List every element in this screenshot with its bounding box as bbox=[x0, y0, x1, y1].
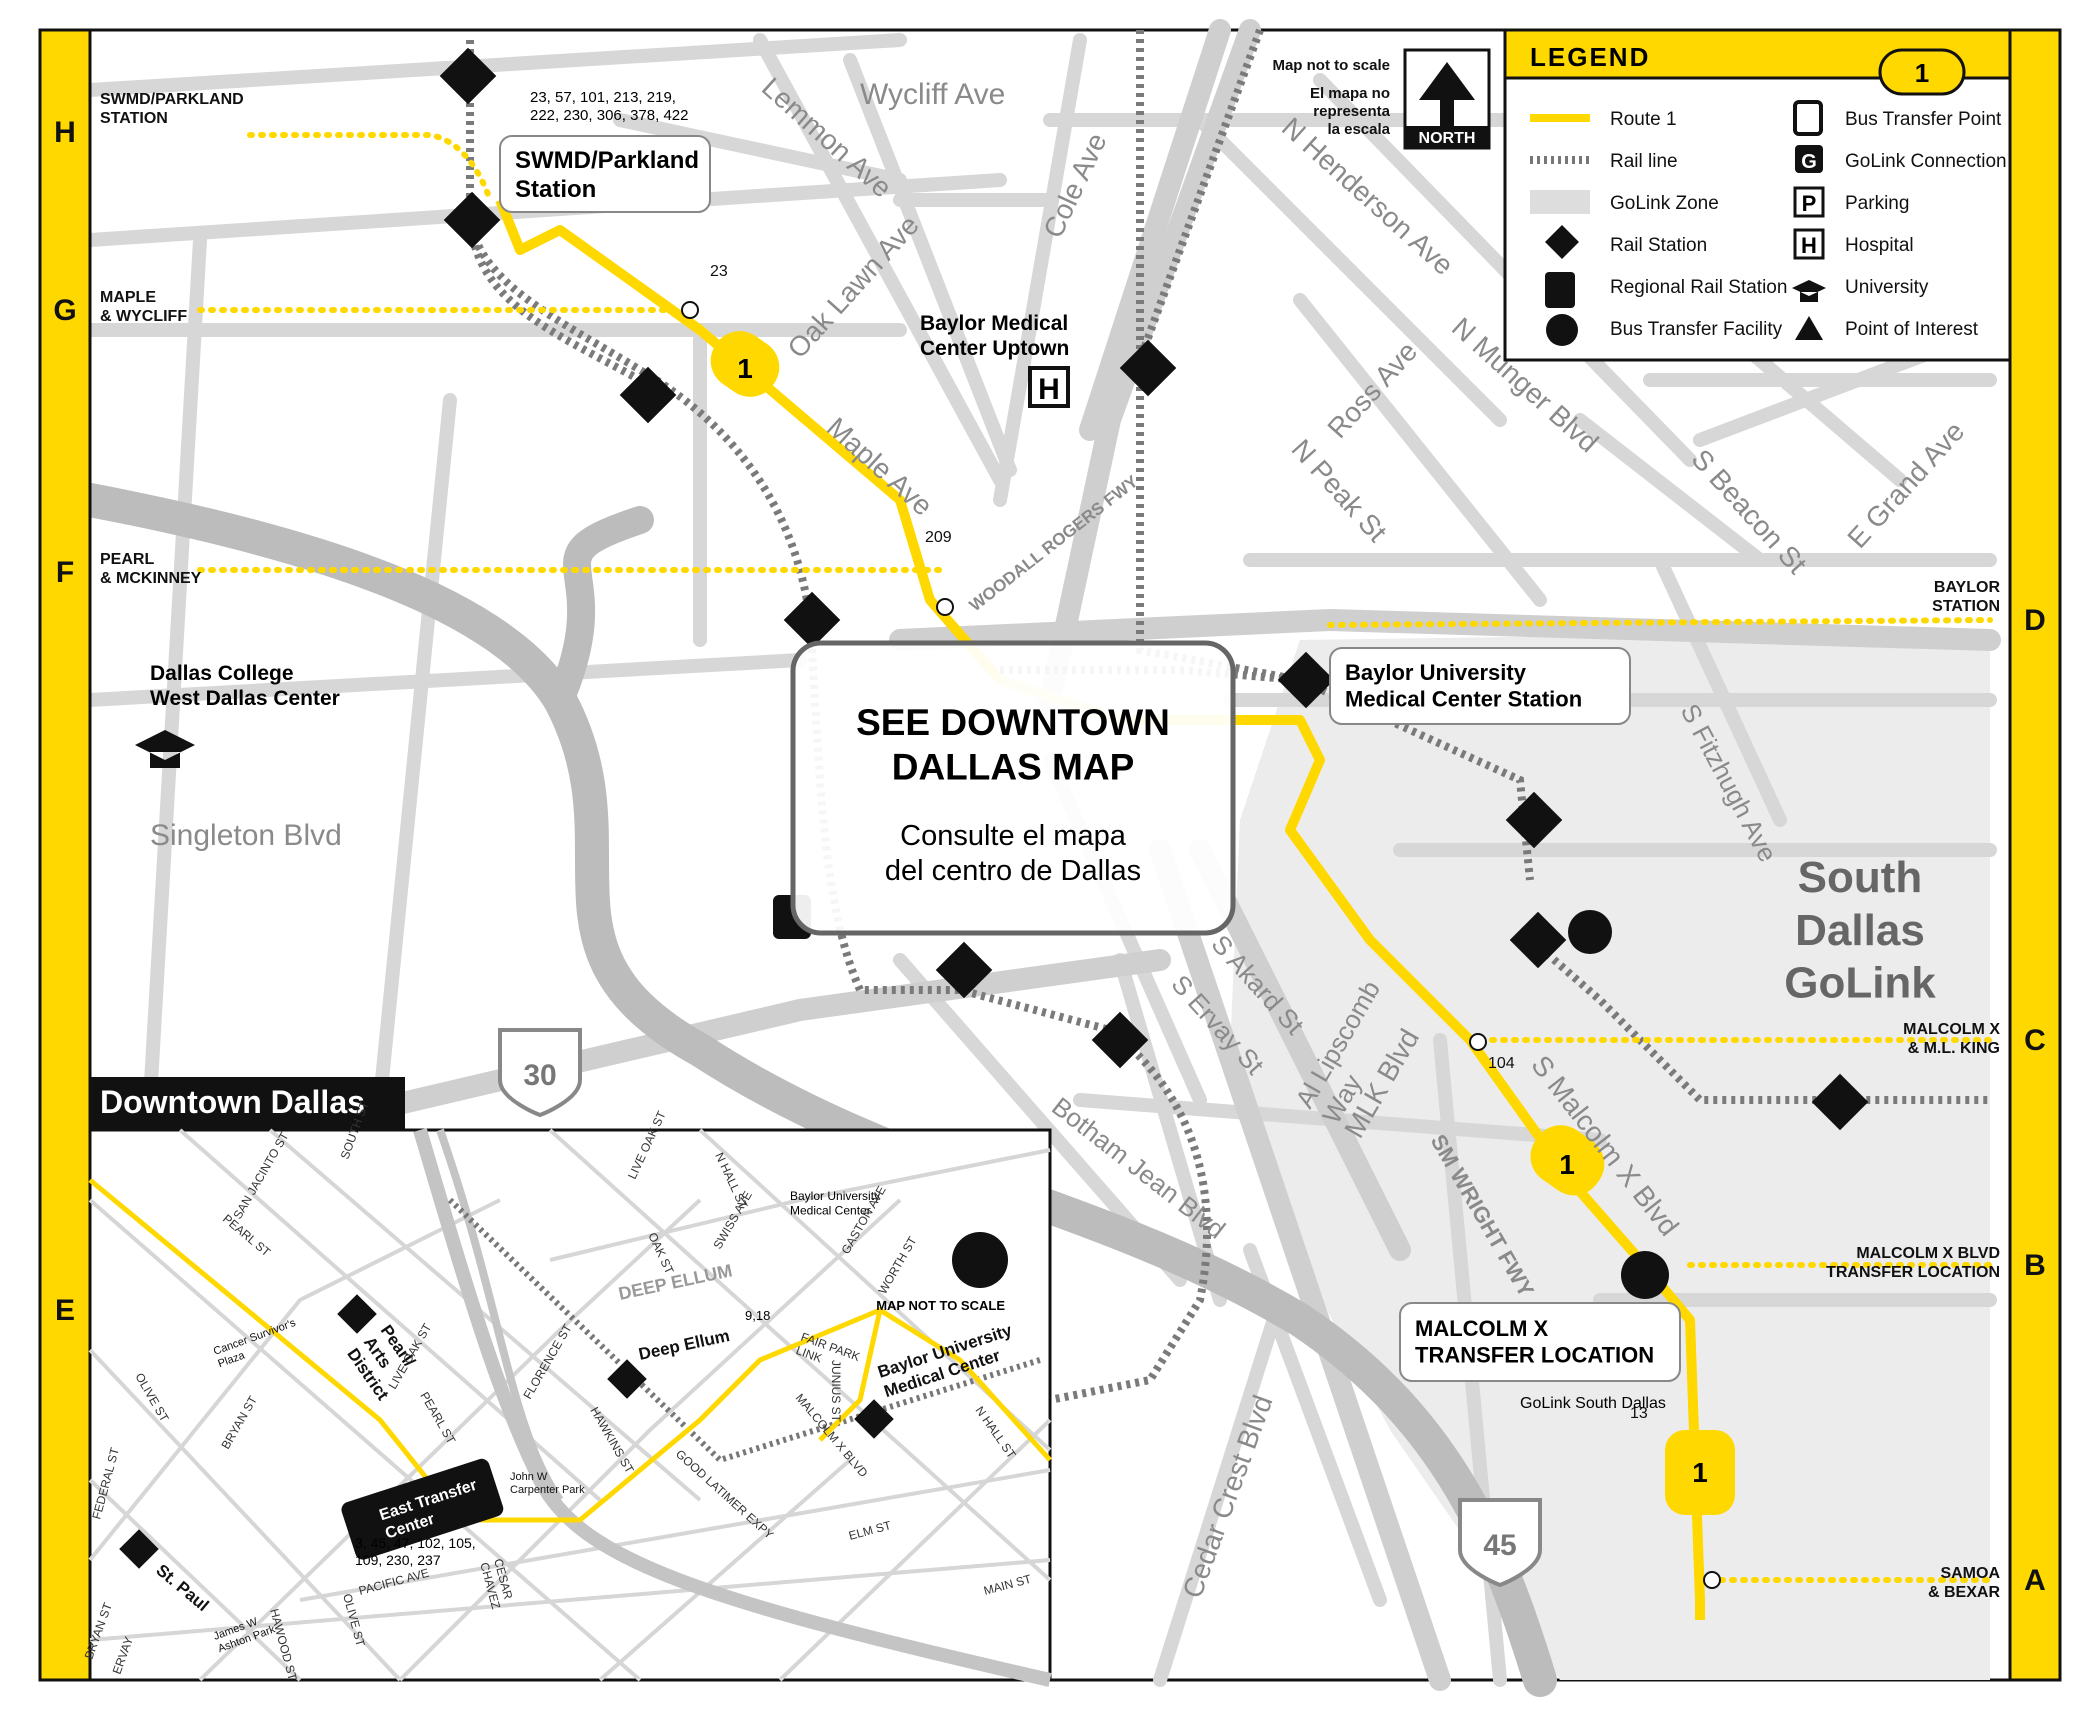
i45-shield bbox=[1458, 1498, 1542, 1588]
legend-route1: Route 1 bbox=[1610, 109, 1677, 130]
zone-c: C bbox=[2024, 1024, 2046, 1057]
golink-south-dallas: GoLink South Dallas bbox=[1520, 1395, 1666, 1412]
north-label: NORTH bbox=[1419, 130, 1476, 147]
street-singleton: Singleton Blvd bbox=[150, 819, 342, 852]
bus-transfer-facility-malcolm bbox=[1621, 1251, 1669, 1299]
timepoint-pearl bbox=[936, 598, 954, 616]
legend: LEGEND 1 G P H Route 1 Rail line GoLink … bbox=[1503, 28, 2012, 362]
timepoint-maple bbox=[681, 301, 699, 319]
hospital-icon bbox=[1028, 366, 1070, 408]
street-wycliff: Wycliff Ave bbox=[860, 78, 1005, 111]
route-badge-2: 1 bbox=[1559, 1149, 1575, 1180]
zone-h: H bbox=[54, 116, 76, 149]
swmd-routes: 23, 57, 101, 213, 219,222, 230, 306, 378… bbox=[530, 89, 688, 124]
legend-hospital: Hospital bbox=[1845, 235, 1914, 256]
legend-bus-point: Bus Transfer Point bbox=[1845, 109, 2002, 130]
timepoint-samoa bbox=[1703, 1571, 1721, 1589]
legend-route-badge: 1 bbox=[1915, 58, 1929, 88]
legend-bus-facility: Bus Transfer Facility bbox=[1610, 319, 1783, 340]
stop-samoa-label: SAMOA& BEXAR bbox=[1928, 1565, 2000, 1601]
trinity-river bbox=[73, 483, 1557, 1697]
inset-not-to-scale: MAP NOT TO SCALE bbox=[876, 1298, 1005, 1313]
inset-st-junius: JUNIUS ST bbox=[829, 1360, 843, 1423]
right-zone-bar bbox=[2008, 28, 2062, 1682]
stop-mlk-label: MALCOLM X& M.L. KING bbox=[1903, 1021, 2000, 1057]
i30-shield bbox=[498, 1028, 582, 1118]
zone-dotted-lines bbox=[197, 132, 1993, 1583]
bus-transfer-facility-fitzhugh bbox=[1568, 910, 1612, 954]
highways bbox=[319, 19, 2001, 1691]
i30-label: 30 bbox=[523, 1059, 556, 1092]
zone-d: D bbox=[2024, 604, 2046, 637]
svg-text:G: G bbox=[1801, 151, 1817, 173]
svg-text:P: P bbox=[1802, 191, 1817, 216]
legend-title: LEGEND bbox=[1530, 42, 1650, 72]
legend-poi: Point of Interest bbox=[1845, 319, 1979, 340]
left-zone-bar bbox=[38, 28, 92, 1682]
route-badge-3: 1 bbox=[1692, 1457, 1708, 1488]
university-icon bbox=[135, 730, 195, 768]
zone-a: A bbox=[2024, 1564, 2046, 1597]
legend-golink-zone: GoLink Zone bbox=[1610, 193, 1719, 214]
legend-regional-rail: Regional Rail Station bbox=[1610, 277, 1787, 298]
zone-e: E bbox=[55, 1294, 75, 1327]
svg-text:H: H bbox=[1038, 373, 1060, 406]
i45-label: 45 bbox=[1483, 1529, 1516, 1562]
see-downtown-map-box[interactable] bbox=[790, 640, 1236, 936]
zone-b: B bbox=[2024, 1249, 2046, 1282]
legend-rail-line: Rail line bbox=[1610, 151, 1678, 172]
route-badge-1: 1 bbox=[737, 353, 753, 384]
zone-g: G bbox=[53, 294, 76, 327]
legend-golink-conn: GoLink Connection bbox=[1845, 151, 2007, 172]
downtown-inset: Downtown Dallas East TransferCenter 3, 4… bbox=[82, 1077, 1052, 1687]
zone-f: F bbox=[56, 556, 74, 589]
inset-title: Downtown Dallas bbox=[100, 1084, 365, 1120]
bus-23: 23 bbox=[710, 263, 728, 280]
legend-university: University bbox=[1845, 277, 1929, 298]
bus-104: 104 bbox=[1488, 1055, 1515, 1072]
route-badges: 1 1 1 bbox=[710, 331, 1735, 1515]
svg-text:H: H bbox=[1801, 233, 1817, 258]
legend-rail-station: Rail Station bbox=[1610, 235, 1707, 256]
stop-pearl-label: PEARL& MCKINNEY bbox=[100, 551, 202, 587]
bus-13: 13 bbox=[1630, 1405, 1648, 1422]
scale-en: Map not to scale bbox=[1272, 57, 1390, 74]
bus-209: 209 bbox=[925, 529, 952, 546]
legend-parking: Parking bbox=[1845, 193, 1909, 214]
stop-maple-label: MAPLE& WYCLIFF bbox=[100, 289, 187, 325]
inset-bus-918: 9,18 bbox=[745, 1308, 770, 1323]
inset-etc-routes: 3, 45, 47, 102, 105,109, 230, 237 bbox=[355, 1535, 476, 1568]
timepoint-mlk bbox=[1469, 1033, 1487, 1051]
